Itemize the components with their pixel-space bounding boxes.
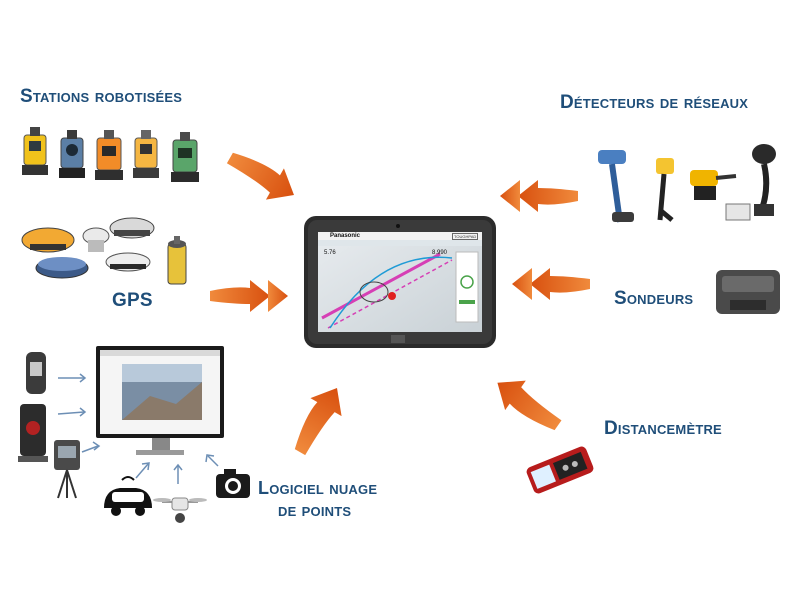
- total-station-icon: [95, 130, 123, 180]
- total-station-icon: [59, 130, 85, 178]
- arrow-icon: [226, 152, 294, 200]
- stations-label: Stations robotisées: [20, 86, 183, 107]
- laser-distance-meter-icon: [526, 446, 594, 494]
- sondeurs-label: Sondeurs: [614, 288, 694, 309]
- gps-label: GPS: [112, 290, 153, 311]
- gps-receivers-group: [21, 217, 187, 285]
- cable-locator-icon: [598, 150, 634, 223]
- tablet-brand-label: Panasonic: [330, 233, 361, 239]
- arrow-icon: [500, 180, 578, 212]
- distancemetre-label: Distancemètre: [604, 418, 722, 439]
- laser-scanner-icon: [26, 352, 46, 394]
- cable-locators-group: [598, 144, 776, 223]
- connector-arrows: [57, 373, 219, 484]
- echo-sounder-icon: [716, 270, 780, 314]
- arrow-icon: [294, 388, 342, 456]
- arrow-icon: [497, 380, 562, 431]
- tablet-screen: [318, 232, 482, 332]
- total-stations-group: [22, 127, 199, 182]
- cable-locator-icon: [752, 144, 776, 216]
- flow-arrows: [210, 152, 590, 456]
- total-station-icon: [133, 130, 159, 178]
- cable-locator-icon: [690, 170, 751, 221]
- gps-receiver-icon: [105, 252, 151, 272]
- logiciel-label-line1: Logiciel nuage: [258, 478, 378, 498]
- cable-locator-icon: [656, 158, 674, 222]
- laser-scanner-icon: [18, 404, 48, 462]
- laser-scanner-icon: [54, 440, 80, 499]
- tablet-badge-label: TOUGHPAD: [452, 233, 479, 240]
- camera-icon: [216, 469, 250, 498]
- autonomous-car-icon: [104, 476, 152, 516]
- arrow-icon: [512, 268, 590, 300]
- gps-receiver-icon: [35, 257, 89, 279]
- detecteurs-label: Détecteurs de réseaux: [560, 92, 749, 113]
- tablet-device: [304, 216, 496, 348]
- total-station-icon: [22, 127, 48, 175]
- point-cloud-monitor-icon: [96, 346, 224, 455]
- total-station-icon: [171, 132, 199, 182]
- tablet-readout-left: 5.76: [324, 250, 336, 256]
- tablet-readout-right: 8.990: [432, 250, 448, 256]
- gps-receiver-icon: [109, 217, 155, 239]
- arrow-icon: [210, 280, 288, 312]
- gps-receiver-icon: [21, 227, 75, 253]
- gps-receiver-icon: [82, 227, 110, 252]
- gps-receiver-icon: [167, 236, 187, 285]
- logiciel-label-line2: de points: [278, 500, 352, 520]
- drone-icon: [153, 497, 207, 523]
